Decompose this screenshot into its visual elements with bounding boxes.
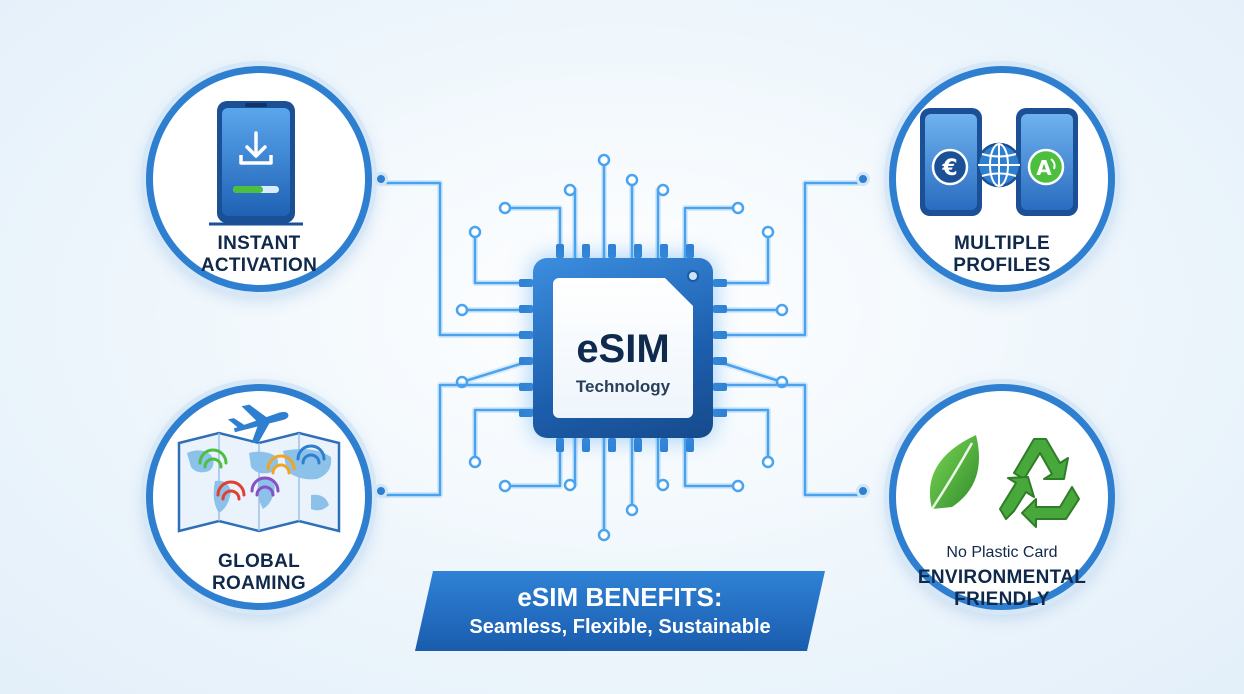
circuit-node	[597, 153, 611, 167]
circuit-trace	[473, 232, 533, 285]
feature-environmental-friendly: No Plastic Card ENVIRONMENTAL FRIENDLY	[889, 384, 1115, 610]
circuit-node	[563, 478, 577, 492]
circuit-node	[656, 183, 670, 197]
chip-pin	[519, 409, 533, 417]
dual-phone-profiles-icon: € A	[920, 108, 1078, 216]
chip-pin	[582, 244, 590, 258]
chip-title: eSIM	[576, 327, 670, 371]
chip-pin	[519, 305, 533, 313]
chip-corner-dot	[687, 270, 699, 282]
circuit-trace-glow	[505, 205, 563, 258]
chip-pin	[519, 279, 533, 287]
circuit-node	[731, 201, 745, 215]
circuit-node	[775, 303, 789, 317]
phone-download-icon	[209, 101, 303, 226]
circuit-node	[731, 479, 745, 493]
circuit-trace-glow	[472, 407, 533, 462]
label-line-2: ROAMING	[212, 573, 306, 594]
label-line-2: FRIENDLY	[954, 589, 1050, 610]
circuit-trace	[713, 408, 770, 462]
label-line-2: PROFILES	[953, 255, 1051, 276]
leaf-recycle-icon	[929, 435, 1080, 528]
chip-pin	[634, 438, 642, 452]
chip-pin	[713, 279, 727, 287]
circuit-trace	[505, 438, 562, 488]
world-map-airplane-icon	[177, 404, 341, 533]
chip-face: eSIM Technology	[553, 278, 693, 418]
circuit-node	[468, 225, 482, 239]
label-line-2: ACTIVATION	[200, 255, 318, 276]
circuit-trace-glow	[505, 438, 563, 489]
benefits-banner: eSIM BENEFITS: Seamless, Flexible, Susta…	[415, 571, 825, 651]
banner-subtitle: Seamless, Flexible, Sustainable	[469, 616, 771, 638]
circuit-trace-glow	[381, 382, 533, 498]
circuit-trace	[713, 383, 863, 497]
circuit-trace	[713, 181, 863, 337]
chip-pin	[713, 357, 727, 365]
no-plastic-note: No Plastic Card	[946, 544, 1058, 561]
circuit-trace-glow	[713, 232, 771, 286]
chip-pin	[713, 331, 727, 339]
label-line-1: INSTANT	[217, 233, 301, 254]
esim-chip: eSIM Technology	[533, 258, 713, 438]
connector-dot-top-left	[374, 172, 388, 186]
label-line-1: MULTIPLE	[954, 233, 1050, 254]
circuit-node	[656, 478, 670, 492]
circuit-trace-glow	[472, 232, 533, 286]
chip-pin	[713, 409, 727, 417]
chip-pin	[556, 438, 564, 452]
circuit-node	[625, 503, 639, 517]
chip-pin	[556, 244, 564, 258]
circuit-node	[761, 455, 775, 469]
circuit-trace	[713, 232, 770, 285]
chip-pin	[634, 244, 642, 258]
circuit-trace	[381, 181, 533, 337]
circuit-node	[498, 201, 512, 215]
circuit-node	[597, 528, 611, 542]
circuit-node	[498, 479, 512, 493]
chip-pin	[713, 383, 727, 391]
circuit-trace-glow	[713, 407, 771, 462]
label-line-1: GLOBAL	[217, 551, 300, 572]
connector-dot-top-right	[856, 172, 870, 186]
circuit-trace	[683, 206, 738, 258]
chip-pin	[686, 244, 694, 258]
euro-profile-glyph: €	[941, 156, 957, 181]
chip-pin	[713, 305, 727, 313]
feature-global-roaming: GLOBAL ROAMING	[146, 384, 372, 610]
circuit-node	[455, 303, 469, 317]
chip-pin	[686, 438, 694, 452]
chip-pin	[519, 357, 533, 365]
circuit-node	[625, 173, 639, 187]
chip-pin	[608, 438, 616, 452]
circuit-trace-glow	[713, 382, 863, 498]
chip-pin	[660, 244, 668, 258]
feature-instant-activation: INSTANT ACTIVATION	[146, 66, 372, 292]
connector-dot-bottom-left	[374, 484, 388, 498]
chip-subtitle: Technology	[575, 377, 671, 396]
circuit-node	[761, 225, 775, 239]
circuit-node	[563, 183, 577, 197]
chip-pin	[660, 438, 668, 452]
circuit-trace	[473, 408, 533, 462]
circuit-trace	[505, 206, 562, 258]
banner-title: eSIM BENEFITS:	[517, 582, 723, 612]
connector-dot-bottom-right	[856, 484, 870, 498]
label-line-1: ENVIRONMENTAL	[917, 567, 1087, 588]
chip-pin	[519, 383, 533, 391]
circuit-trace	[683, 438, 738, 488]
feature-multiple-profiles: € A MULTIPLE PROFILES	[889, 66, 1115, 292]
circuit-node	[468, 455, 482, 469]
chip-pin	[608, 244, 616, 258]
chip-pin	[519, 331, 533, 339]
app-profile-glyph: A	[1036, 156, 1052, 180]
circuit-trace	[381, 383, 533, 497]
chip-pin	[582, 438, 590, 452]
